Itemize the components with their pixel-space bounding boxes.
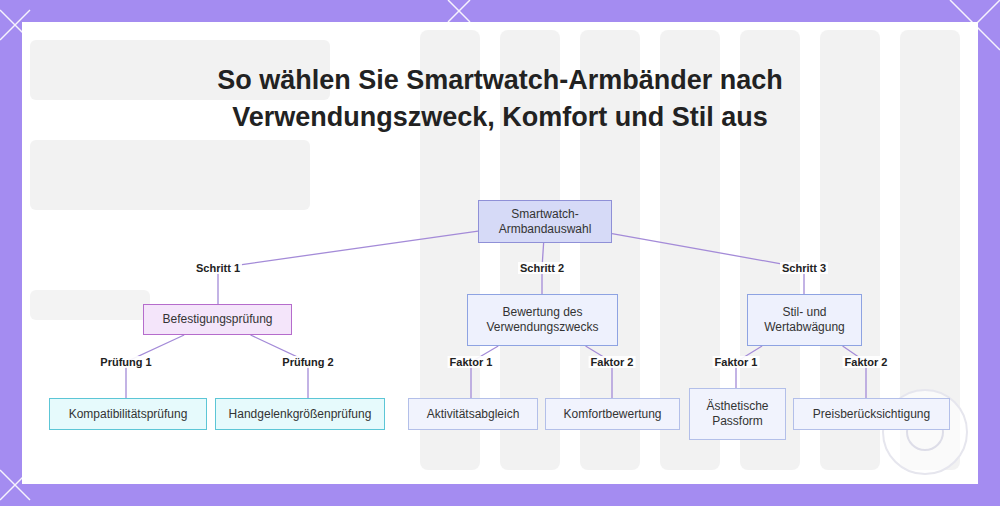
process-box: Bewertung des Verwendungszwecks (467, 294, 618, 346)
edge-label: Faktor 2 (843, 356, 890, 368)
box-label: Komfortbewertung (563, 407, 661, 422)
connector-line (471, 346, 498, 398)
process-box: Aktivitätsabgleich (408, 398, 538, 430)
box-text-group: Aktivitätsabgleich (427, 407, 520, 422)
edge-label: Prüfung 2 (280, 356, 335, 368)
white-panel (22, 22, 978, 484)
box-label: Ästhetische Passform (695, 399, 780, 429)
connector-line (843, 346, 866, 398)
box-text-group: Ästhetische Passform (695, 399, 780, 429)
process-box: Preisberücksichtigung (793, 398, 950, 430)
box-text-group: Kompatibilitätsprüfung (69, 407, 188, 422)
process-box: Smartwatch-Armbandauswahl (478, 200, 612, 243)
edge-label: Faktor 2 (589, 356, 636, 368)
box-text-group: Komfortbewertung (563, 407, 661, 422)
box-label: Preisberücksichtigung (813, 407, 930, 422)
process-box: Befestigungsprüfung (143, 304, 292, 335)
box-label: Kompatibilitätsprüfung (69, 407, 188, 422)
box-label: Smartwatch-Armbandauswahl (484, 207, 606, 237)
process-box: Ästhetische Passform (689, 388, 786, 440)
box-text-group: Preisberücksichtigung (813, 407, 930, 422)
box-label: Aktivitätsabgleich (427, 407, 520, 422)
edge-label: Schritt 2 (518, 262, 566, 274)
box-label: Bewertung des Verwendungszwecks (473, 305, 612, 335)
edge-label: Schritt 3 (780, 262, 828, 274)
box-label: Befestigungsprüfung (162, 312, 272, 327)
edge-label: Prüfung 1 (98, 356, 153, 368)
edge-label: Faktor 1 (713, 356, 760, 368)
connector-line (586, 346, 612, 398)
box-text-group: Handgelenkgrößenprüfung (229, 407, 372, 422)
connector-line (218, 231, 478, 304)
process-box: Handgelenkgrößenprüfung (215, 398, 385, 430)
diagram-title: So wählen Sie Smartwatch-Armbänder nach … (200, 62, 800, 136)
box-text-group: Bewertung des Verwendungszwecks (473, 305, 612, 335)
box-text-group: Stil- und Wertabwägung (753, 305, 856, 335)
edge-label: Schritt 1 (194, 262, 242, 274)
process-box: Kompatibilitätsprüfung (49, 398, 207, 430)
box-label: Handgelenkgrößenprüfung (229, 407, 372, 422)
connector-line (612, 234, 804, 294)
box-text-group: Smartwatch-Armbandauswahl (484, 207, 606, 237)
box-label: Stil- und Wertabwägung (753, 305, 856, 335)
edge-label: Faktor 1 (448, 356, 495, 368)
process-box: Stil- und Wertabwägung (747, 294, 862, 346)
process-box: Komfortbewertung (545, 398, 680, 430)
box-text-group: Befestigungsprüfung (162, 312, 272, 327)
faded-backdrop (30, 30, 960, 470)
